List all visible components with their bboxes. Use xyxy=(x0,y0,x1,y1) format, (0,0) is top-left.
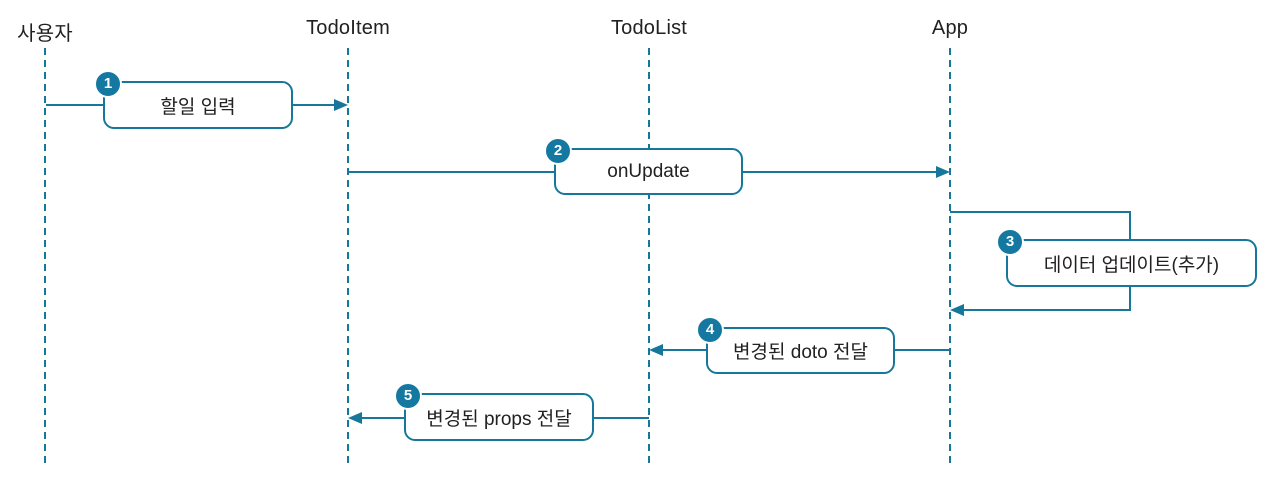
message-label-4: 변경된 doto 전달 xyxy=(733,342,868,363)
message-box-4: 변경된 doto 전달 xyxy=(706,327,895,374)
step-badge-5: 5 xyxy=(394,382,422,410)
message-box-2: onUpdate xyxy=(554,148,743,195)
arrowhead-right-icon xyxy=(334,99,348,111)
message-box-3: 데이터 업데이트(추가) xyxy=(1006,239,1257,287)
lifeline-todoitem xyxy=(347,48,349,468)
arrowhead-left-icon xyxy=(950,304,964,316)
self-loop-bottom-line xyxy=(962,309,1131,311)
actor-label-todolist: TodoList xyxy=(610,17,688,39)
arrowhead-right-icon xyxy=(936,166,950,178)
lifeline-todolist xyxy=(648,48,650,468)
arrowhead-left-icon xyxy=(348,412,362,424)
self-loop-top-line xyxy=(950,211,1131,213)
lifeline-user xyxy=(44,48,46,468)
step-badge-3: 3 xyxy=(996,228,1024,256)
message-label-1: 할일 입력 xyxy=(160,96,236,118)
step-badge-1: 1 xyxy=(94,70,122,98)
actor-label-user: 사용자 xyxy=(17,23,73,45)
actor-label-todoitem: TodoItem xyxy=(306,17,390,39)
step-badge-2: 2 xyxy=(544,137,572,165)
message-label-5: 변경된 props 전달 xyxy=(426,408,572,430)
arrowhead-left-icon xyxy=(649,344,663,356)
message-box-5: 변경된 props 전달 xyxy=(404,393,594,441)
step-badge-4: 4 xyxy=(696,316,724,344)
message-box-1: 할일 입력 xyxy=(103,81,293,129)
message-label-2: onUpdate xyxy=(607,160,690,182)
message-label-3: 데이터 업데이트(추가) xyxy=(1043,254,1220,276)
lifeline-app xyxy=(949,48,951,468)
actor-label-app: App xyxy=(931,17,969,39)
